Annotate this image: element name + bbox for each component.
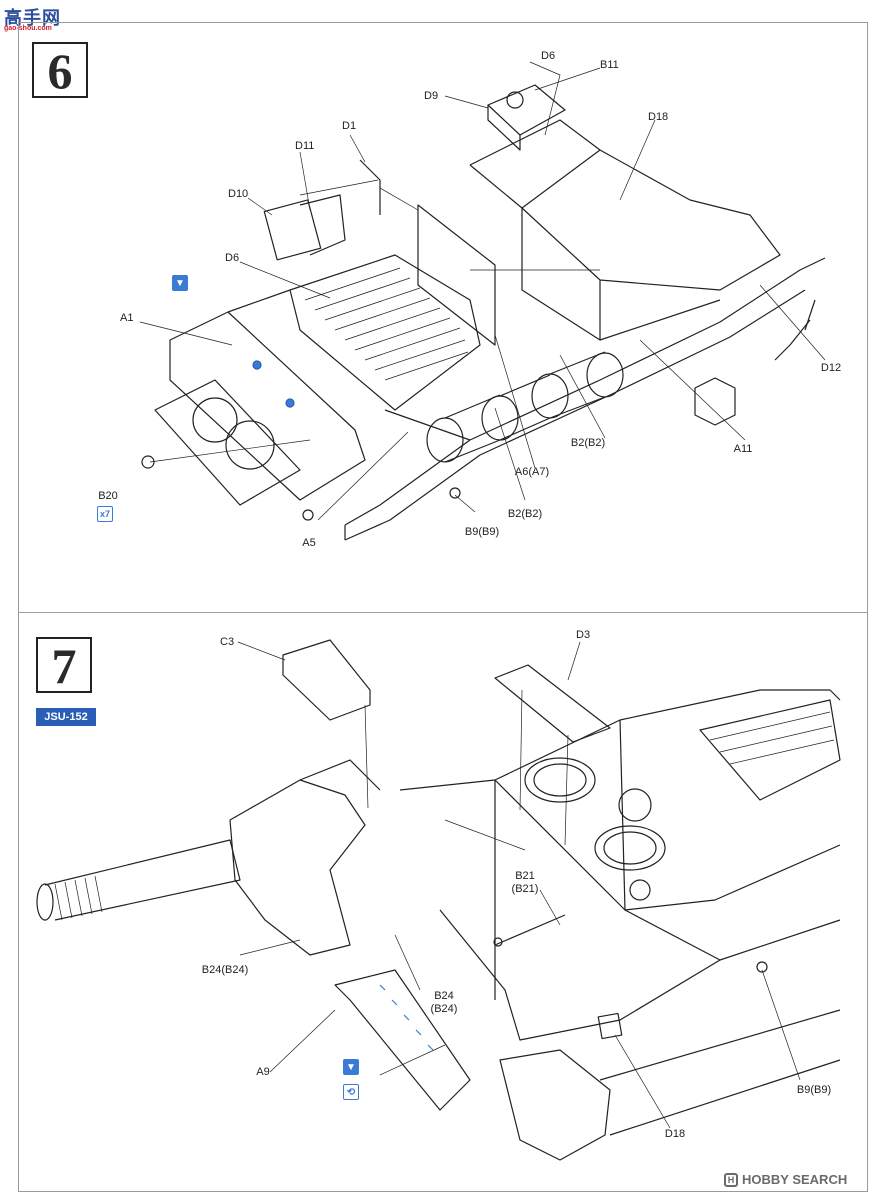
label-a5: A5 <box>302 537 316 549</box>
label-b21: B21(B21) <box>511 870 539 895</box>
quantity-x7-icon: x7 <box>97 506 113 522</box>
label-a6: A6(A7) <box>514 466 550 478</box>
step-6-number: 6 <box>32 42 88 98</box>
label-d6-left: D6 <box>225 252 240 264</box>
glue-icon: ▼ <box>343 1059 359 1075</box>
part-d10 <box>263 199 322 261</box>
label-a9: A9 <box>256 1066 270 1078</box>
part-d1 <box>417 204 496 346</box>
variant-badge: JSU-152 <box>36 708 96 726</box>
main-gun-barrel <box>44 839 241 921</box>
label-d6-top: D6 <box>541 50 556 62</box>
hull-superstructure <box>399 689 841 791</box>
fuel-drum-1 <box>426 417 464 463</box>
part-d12 <box>774 319 811 361</box>
part-a9 <box>334 969 471 1111</box>
label-d11: D11 <box>295 140 315 152</box>
rotate-icon: ⟲ <box>343 1084 359 1100</box>
part-d3 <box>494 664 611 743</box>
part-c3 <box>282 639 371 721</box>
step-7-number: 7 <box>36 637 92 693</box>
rear-plate-a1 <box>169 311 366 501</box>
label-d12: D12 <box>820 362 842 374</box>
brand-mark-icon: H <box>724 1172 738 1187</box>
label-a1: A1 <box>120 312 134 324</box>
glue-icon: ▼ <box>172 275 188 291</box>
engine-deck <box>289 254 481 411</box>
site-logo-url: gao-shou.com <box>4 25 52 32</box>
gun-mantlet <box>229 779 366 956</box>
label-b24: B24(B24) <box>430 990 458 1015</box>
label-b24-left: B24(B24) <box>201 964 249 976</box>
part-b20 <box>141 455 155 469</box>
label-a11: A11 <box>733 443 753 455</box>
superstructure-d18 <box>521 149 781 291</box>
label-d3: D3 <box>576 629 591 641</box>
label-b9-step6: B9(B9) <box>464 526 500 538</box>
step-divider <box>18 612 868 613</box>
label-d18-step7: D18 <box>664 1128 686 1140</box>
commander-hatch <box>524 757 596 803</box>
label-b11: B11 <box>600 59 619 71</box>
label-d9: D9 <box>424 90 439 102</box>
loader-hatch <box>594 825 666 871</box>
label-b2-lower: B2(B2) <box>507 508 543 520</box>
front-bow <box>499 1049 611 1161</box>
part-a11 <box>694 377 736 426</box>
hull-lower-edge <box>344 257 826 526</box>
label-d10: D10 <box>228 188 249 200</box>
rear-panel <box>154 379 301 506</box>
label-b9-step7: B9(B9) <box>796 1084 832 1096</box>
label-c3: C3 <box>220 636 235 648</box>
part-d18-step7 <box>597 1012 623 1040</box>
footer-brand: H HOBBY SEARCH <box>724 1172 847 1187</box>
instruction-sheet-frame <box>18 22 868 1192</box>
label-d1: D1 <box>342 120 357 132</box>
label-d18: D18 <box>648 111 669 123</box>
part-d9 <box>487 84 566 136</box>
label-b20: B20 <box>98 490 118 502</box>
label-b2-right: B2(B2) <box>570 437 606 449</box>
